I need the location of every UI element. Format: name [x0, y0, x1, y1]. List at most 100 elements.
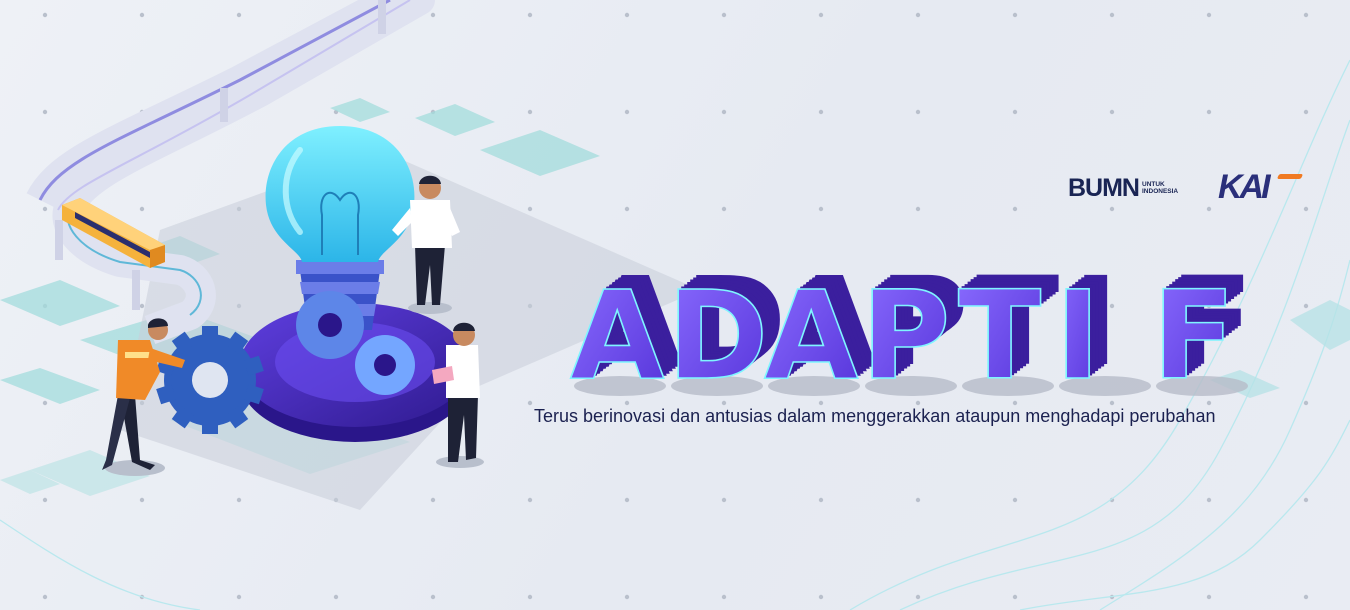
gear-tooth [243, 355, 264, 376]
letter-depth-layer: D [670, 263, 771, 405]
letter-depth-layer: P [876, 253, 965, 395]
gear-tooth [171, 406, 195, 429]
grid-dot [721, 497, 727, 503]
grid-dot [430, 497, 436, 503]
letter-front-face: A [570, 265, 664, 407]
grid-dot [915, 497, 921, 503]
letter-shadow [962, 376, 1054, 396]
kai-logo-accent [1276, 174, 1304, 179]
gear-tooth [243, 384, 264, 405]
grid-dot [624, 206, 630, 212]
grid-dot [915, 594, 921, 600]
letter-depth-layer: D [685, 251, 786, 393]
grid-dot [1303, 400, 1309, 406]
letter-depth-layer: I [1067, 256, 1112, 398]
grid-dot [527, 206, 533, 212]
letter-depth-layer: T [973, 253, 1056, 395]
grid-dot [1109, 12, 1115, 18]
gear-tooth [202, 326, 218, 342]
letter-front-face: T [958, 265, 1041, 407]
gear-tooth [171, 331, 195, 354]
gear-icon-medium [296, 291, 364, 359]
bumn-logo-subtext: UNTUK INDONESIA [1142, 181, 1178, 195]
letter-depth-layer: F [1161, 258, 1244, 400]
grid-dot [1303, 497, 1309, 503]
letter-depth-layer: A [585, 253, 679, 395]
grid-dot [818, 206, 824, 212]
grid-dot [818, 400, 824, 406]
grid-dot [139, 12, 145, 18]
letter-front-face: P [861, 265, 950, 407]
letter-depth-layer: P [867, 260, 956, 402]
letter-depth-layer: A [576, 260, 670, 402]
letter-shadow [865, 376, 957, 396]
bumn-logo: BUMN UNTUK INDONESIA [1068, 172, 1178, 204]
grid-dot [1303, 206, 1309, 212]
grid-dot [1109, 400, 1115, 406]
grid-dot [721, 109, 727, 115]
partner-logos: BUMN UNTUK INDONESIA KAI [1068, 168, 1308, 208]
grid-dot [624, 497, 630, 503]
letter-depth-layer: A [776, 256, 870, 398]
letter-depth-layer: I [1061, 260, 1106, 402]
grid-dot [236, 594, 242, 600]
grid-dot [1206, 12, 1212, 18]
grid-dot [527, 109, 533, 115]
letter-depth-layer: D [682, 253, 783, 395]
grid-dot [333, 594, 339, 600]
letter-depth-layer: T [967, 258, 1050, 400]
letter-shadow [671, 376, 763, 396]
grid-dot [1012, 497, 1018, 503]
letter-depth-layer: D [679, 256, 780, 398]
letter-depth-layer: A [773, 258, 867, 400]
grid-dot [1012, 109, 1018, 115]
grid-dot [915, 206, 921, 212]
grid-dot [42, 400, 48, 406]
grid-dot [818, 12, 824, 18]
grid-dot [139, 206, 145, 212]
grid-dot [1012, 400, 1018, 406]
bumn-sub-line-1: UNTUK [1142, 181, 1165, 188]
letter-depth-layer: F [1167, 253, 1250, 395]
letter-depth-layer: F [1164, 256, 1247, 398]
letter-depth-layer: F [1155, 263, 1238, 405]
grid-dot [624, 400, 630, 406]
grid-dot [139, 303, 145, 309]
gear-tooth [225, 331, 249, 354]
grid-dot [721, 12, 727, 18]
gear-tooth [225, 406, 249, 429]
letter-depth-layer: A [573, 263, 667, 405]
letter-depth-layer: T [961, 263, 1044, 405]
grid-dot [721, 303, 727, 309]
grid-dot [1109, 109, 1115, 115]
grid-dot [527, 12, 533, 18]
grid-dot [915, 12, 921, 18]
worker-white-shirt-illustration [392, 175, 460, 314]
letter-front-face: F [1152, 265, 1235, 407]
grid-dot [42, 206, 48, 212]
decorative-wave-lines [0, 59, 1350, 610]
letter-depth-layer: P [873, 256, 962, 398]
grid-dot [42, 497, 48, 503]
grid-dot [42, 12, 48, 18]
grid-dot [915, 109, 921, 115]
gear-tooth [202, 418, 218, 434]
grid-dot [527, 400, 533, 406]
grid-dot [42, 109, 48, 115]
grid-dot [1206, 303, 1212, 309]
letter-depth-layer: P [864, 263, 953, 405]
letter-front-face: D [667, 265, 768, 407]
grid-dot [1303, 109, 1309, 115]
grid-dot [915, 400, 921, 406]
grid-dot [915, 303, 921, 309]
worker-orange-vest-illustration [102, 318, 185, 476]
worker-tablet-illustration [432, 322, 484, 468]
